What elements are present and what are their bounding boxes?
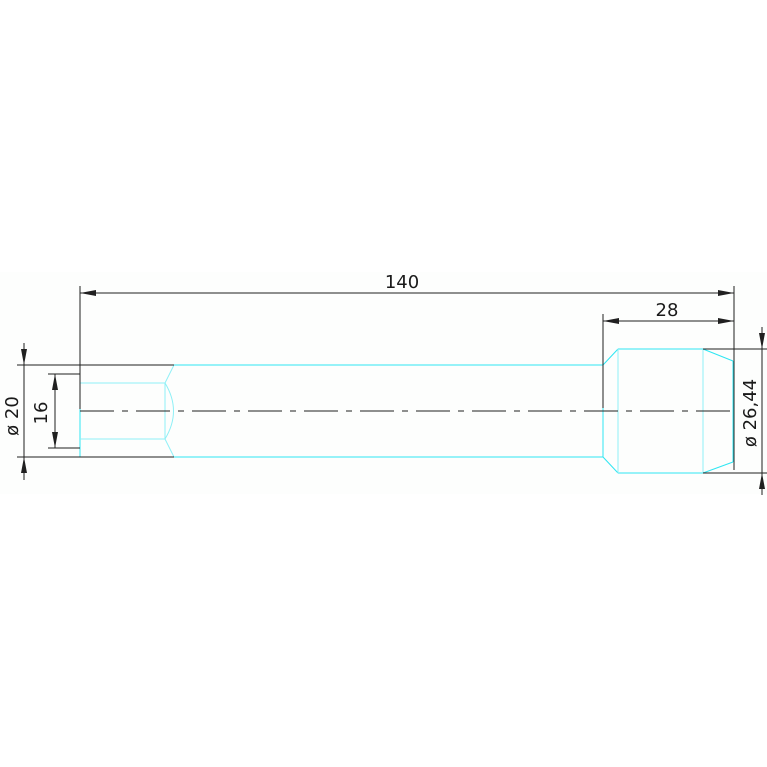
- dimension-text-140: 140: [385, 272, 419, 293]
- dimension-head-diameter: ø 26,44: [703, 327, 767, 495]
- head-transition-top: [602, 348, 619, 366]
- bore-chamfer-bottom: [164, 438, 175, 458]
- bore-chamfer-top: [164, 364, 175, 384]
- arrow-top-2644: [759, 333, 765, 349]
- dimension-text-16: 16: [31, 402, 52, 425]
- dimension-text-28: 28: [656, 300, 679, 321]
- arrow-bottom-2644: [759, 473, 765, 489]
- head-chamfer-bottom: [702, 461, 734, 474]
- drill-point: [164, 382, 174, 440]
- arrow-bottom-20: [21, 457, 27, 473]
- arrow-right-28: [718, 318, 734, 324]
- dimension-shank-diameter: ø 20: [2, 343, 174, 480]
- arrow-bottom-16: [52, 432, 58, 448]
- dimension-text-2644: ø 26,44: [740, 379, 761, 447]
- arrow-left-140: [80, 290, 96, 296]
- dimension-head-length: 28: [602, 300, 734, 408]
- arrow-left-28: [603, 318, 619, 324]
- dimension-text-20: ø 20: [2, 396, 23, 436]
- arrow-top-20: [21, 349, 27, 365]
- arrow-top-16: [52, 374, 58, 390]
- arrow-right-140: [718, 290, 734, 296]
- dimension-bore-diameter: 16: [31, 373, 80, 449]
- dimension-overall-length: 140: [79, 272, 735, 470]
- head-chamfer-top: [702, 348, 734, 362]
- head-transition-bottom: [602, 456, 619, 474]
